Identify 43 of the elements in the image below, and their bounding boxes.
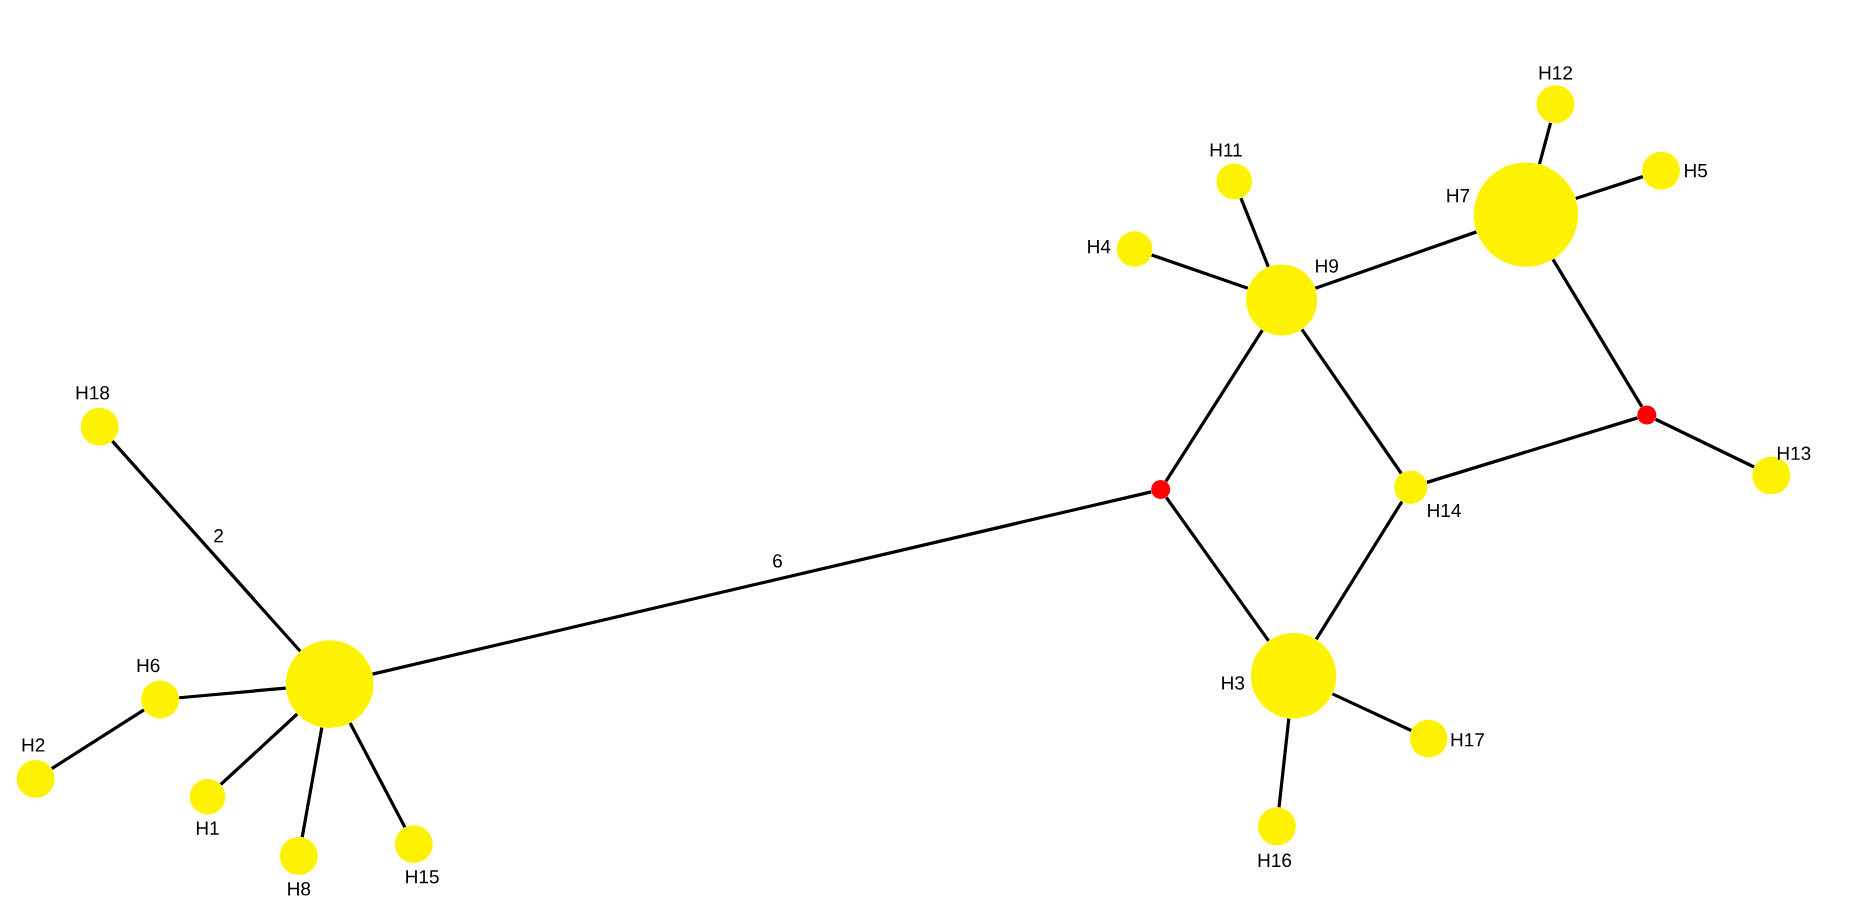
node-label: H1: [196, 821, 219, 835]
haplotype-circle: [1637, 405, 1657, 425]
connector-line: [1300, 328, 1403, 475]
connector-line: [348, 722, 407, 828]
node-label: H8: [288, 882, 311, 896]
node-label: H13: [1777, 446, 1811, 460]
node-label: H12: [1539, 66, 1572, 80]
connector-line: [1239, 197, 1270, 268]
connector-line: [1277, 718, 1291, 808]
connector-line: [219, 712, 299, 786]
node-label: H18: [76, 386, 110, 400]
connector-line: [1537, 122, 1553, 165]
connector-line: [179, 686, 286, 700]
node-label: H7: [1447, 189, 1470, 203]
node-label: H4: [1088, 240, 1111, 254]
connector-line: [111, 440, 302, 653]
node-label: H17: [1451, 733, 1484, 747]
node-label: H3: [1222, 676, 1245, 690]
haplotype-circle: [1151, 480, 1171, 500]
haplotype-circle: [285, 640, 374, 728]
node-label: H9: [1316, 259, 1338, 273]
node-label: H6: [137, 658, 160, 673]
connector-line: [1165, 496, 1270, 642]
connector-line: [50, 708, 145, 770]
node-label: H16: [1258, 853, 1292, 868]
connector-line: [1151, 253, 1249, 290]
connector-line: [1654, 417, 1755, 469]
connector-line: [1331, 692, 1412, 732]
node-label: H15: [406, 870, 439, 884]
edge-label: 2: [214, 529, 223, 543]
edge-label: 6: [773, 554, 782, 568]
node-label: H14: [1428, 503, 1461, 517]
connector-line: [1426, 416, 1638, 484]
node-label: H2: [22, 738, 45, 752]
connector-line: [372, 490, 1152, 676]
connector-line: [1575, 175, 1644, 200]
connector-line: [300, 727, 324, 838]
connector-line: [1314, 230, 1478, 290]
connector-line: [1164, 329, 1264, 483]
node-label: H5: [1685, 164, 1707, 178]
connector-line: [1314, 500, 1404, 641]
connector-line: [1551, 258, 1644, 408]
node-label: H11: [1210, 143, 1242, 157]
